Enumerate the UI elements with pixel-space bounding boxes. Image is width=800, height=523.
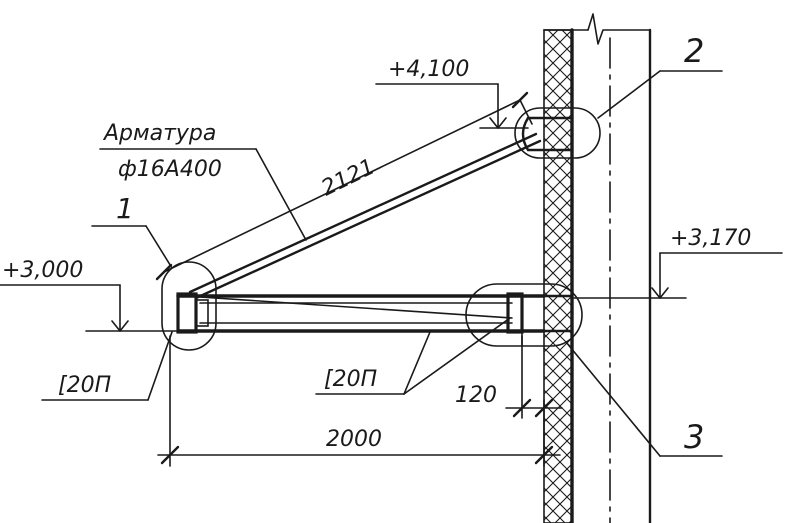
dim-2000-tick-left: [160, 445, 180, 465]
rebar-label: Арматура ф16А400: [99, 121, 307, 241]
dim-2000: 2000: [157, 335, 561, 467]
channel-right-text: [20П: [324, 367, 377, 392]
callout-2-text: 2: [684, 32, 704, 70]
left-end-plate: [176, 292, 198, 334]
dim-2121-text: 2121: [318, 154, 379, 201]
dim-120-tick-right: [534, 398, 554, 418]
wall-insulation-hatch: [543, 29, 573, 523]
dim-2121-tick-left: [155, 263, 173, 281]
elev-4100-text: +4,100: [388, 57, 469, 82]
channel-label-left: [20П: [41, 331, 173, 401]
callout-2-leader: [597, 70, 661, 119]
callout-1-text: 1: [116, 192, 134, 225]
callout-3: 3: [565, 341, 723, 457]
elev-4100: +4,100: [375, 57, 529, 129]
dim-120-text: 120: [455, 383, 497, 408]
detail-circles: [161, 107, 601, 351]
top-anchor-curve: [521, 116, 530, 152]
rebar-line-upper: [188, 132, 538, 294]
top-anchor: [521, 116, 574, 152]
channel-right-leader-1: [403, 331, 431, 395]
callout-3-leader: [565, 341, 661, 457]
wall: [543, 13, 652, 523]
dim-120-tick-left: [512, 398, 532, 418]
rebar-spec-text: ф16А400: [118, 157, 222, 182]
detail-circle-top: [514, 107, 601, 159]
left-end-plate-inner: [195, 299, 209, 327]
rebar-line-lower: [194, 139, 542, 300]
detail-circle-bottom: [465, 283, 583, 347]
channel-right-leader-2: [403, 317, 511, 395]
channel-left-leader: [147, 331, 173, 401]
dim-2000-text: 2000: [326, 427, 382, 452]
detail-circle-left: [161, 261, 217, 351]
callout-1-leader: [145, 225, 173, 269]
callout-3-text: 3: [684, 418, 704, 456]
elev-3170: +3,170: [571, 226, 783, 299]
rebar-title-text: Арматура: [102, 121, 216, 146]
elev-3000-text: +3,000: [2, 258, 83, 283]
rebar-label-leader: [255, 148, 307, 241]
rebar-tie: [188, 132, 542, 300]
channel-label-right: [20П: [315, 317, 511, 395]
dim-2121-line: [163, 99, 521, 273]
channel-left-text: [20П: [58, 373, 111, 398]
beam: [176, 292, 574, 347]
wall-break-mark: [587, 13, 651, 45]
dim-2000-tick-right: [534, 445, 554, 465]
callout-1: 1: [91, 192, 173, 269]
right-end-plate: [506, 292, 524, 334]
elev-3170-text: +3,170: [670, 226, 751, 251]
beam-inner-diagonal: [199, 296, 513, 319]
callout-2: 2: [597, 32, 723, 119]
dim-2121-ext-right: [519, 99, 533, 125]
elev-3000: +3,000: [0, 258, 177, 332]
dim-120: 120: [455, 335, 563, 419]
